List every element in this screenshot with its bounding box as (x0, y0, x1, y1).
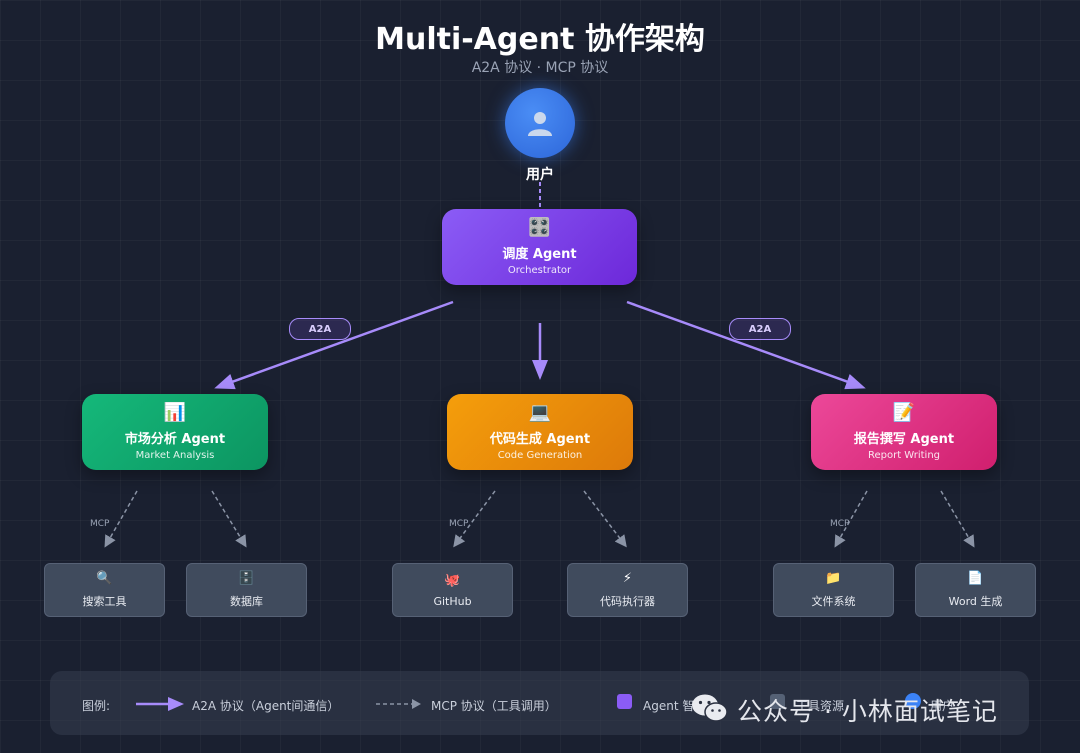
magnifier-icon: 🔍 (96, 571, 113, 586)
mcp-arrow-filesystem (834, 490, 868, 548)
orchestrator-subtitle: Orchestrator (507, 265, 572, 276)
a2a-arrow-report (626, 300, 866, 390)
lightning-icon: ⚡ (622, 571, 633, 586)
legend-mcp-label: MCP 协议（工具调用） (431, 699, 557, 713)
wechat-logo-icon (692, 694, 728, 722)
a2a-label-right: A2A (729, 318, 791, 340)
code-generation-agent-node: 💻 代码生成 Agent Code Generation (447, 394, 633, 470)
mcp-label-report: MCP (830, 519, 850, 529)
legend-tool-swatch (770, 694, 785, 709)
legend-panel (50, 671, 1029, 735)
legend-user-swatch (905, 693, 921, 709)
market-agent-name: 市场分析 Agent (124, 432, 226, 447)
tool-database-label: 数据库 (230, 595, 263, 608)
file-cabinet-icon: 🗄️ (238, 571, 255, 586)
report-writing-agent-node: 📝 报告撰写 Agent Report Writing (811, 394, 997, 470)
mcp-arrow-database (211, 490, 247, 548)
mcp-label-code: MCP (449, 519, 469, 529)
tool-filesystem: 📁 文件系统 (773, 563, 894, 617)
mcp-arrow-search (104, 490, 138, 548)
diagram-subtitle: A2A 协议 · MCP 协议 (471, 60, 609, 76)
code-agent-name: 代码生成 Agent (489, 432, 591, 447)
control-panel-icon: 🎛️ (528, 217, 551, 238)
orchestrator-agent-node: 🎛️ 调度 Agent Orchestrator (442, 209, 637, 285)
tool-filesystem-label: 文件系统 (811, 595, 856, 608)
folder-icon: 📁 (825, 571, 842, 586)
tool-search: 🔍 搜索工具 (44, 563, 165, 617)
tool-executor: ⚡ 代码执行器 (567, 563, 688, 617)
octopus-icon: 🐙 (444, 572, 461, 588)
legend-mcp-arrow-icon (376, 699, 421, 709)
tool-github: 🐙 GitHub (392, 563, 513, 617)
tool-word-label: Word 生成 (948, 595, 1003, 608)
a2a-arrow-market (214, 300, 454, 390)
diagram-title: Multi-Agent 协作架构 (375, 22, 705, 57)
legend-agent-swatch (617, 694, 632, 709)
user-node (505, 88, 575, 158)
mcp-arrow-word (940, 490, 975, 548)
memo-icon: 📝 (892, 402, 916, 423)
legend-user-label: 用户 (930, 699, 955, 713)
legend-a2a-label: A2A 协议（Agent间通信） (192, 699, 340, 713)
tool-word: 📄 Word 生成 (915, 563, 1036, 617)
tool-github-label: GitHub (433, 594, 472, 608)
laptop-icon: 💻 (528, 402, 552, 423)
code-agent-subtitle: Code Generation (497, 450, 583, 461)
mcp-arrow-github (453, 490, 496, 548)
legend-a2a-arrow-icon (136, 697, 184, 711)
watermark-text: 公众号 · 小林面试笔记 (737, 697, 998, 726)
user-label: 用户 (526, 167, 554, 183)
report-agent-subtitle: Report Writing (867, 450, 941, 461)
market-analysis-agent-node: 📊 市场分析 Agent Market Analysis (82, 394, 268, 470)
a2a-label-left: A2A (289, 318, 351, 340)
mcp-label-market: MCP (90, 519, 110, 529)
legend-tool-label: 工具资源 (796, 699, 845, 713)
tool-search-label: 搜索工具 (82, 595, 127, 608)
mcp-arrow-executor (583, 490, 627, 548)
market-agent-subtitle: Market Analysis (135, 450, 215, 461)
orchestrator-name: 调度 Agent (502, 247, 577, 262)
bar-chart-icon: 📊 (163, 402, 187, 423)
legend-title: 图例: (82, 699, 111, 713)
user-icon (528, 112, 552, 136)
document-icon: 📄 (967, 571, 984, 586)
tool-executor-label: 代码执行器 (600, 595, 655, 608)
tool-database: 🗄️ 数据库 (186, 563, 307, 617)
report-agent-name: 报告撰写 Agent (853, 432, 955, 447)
